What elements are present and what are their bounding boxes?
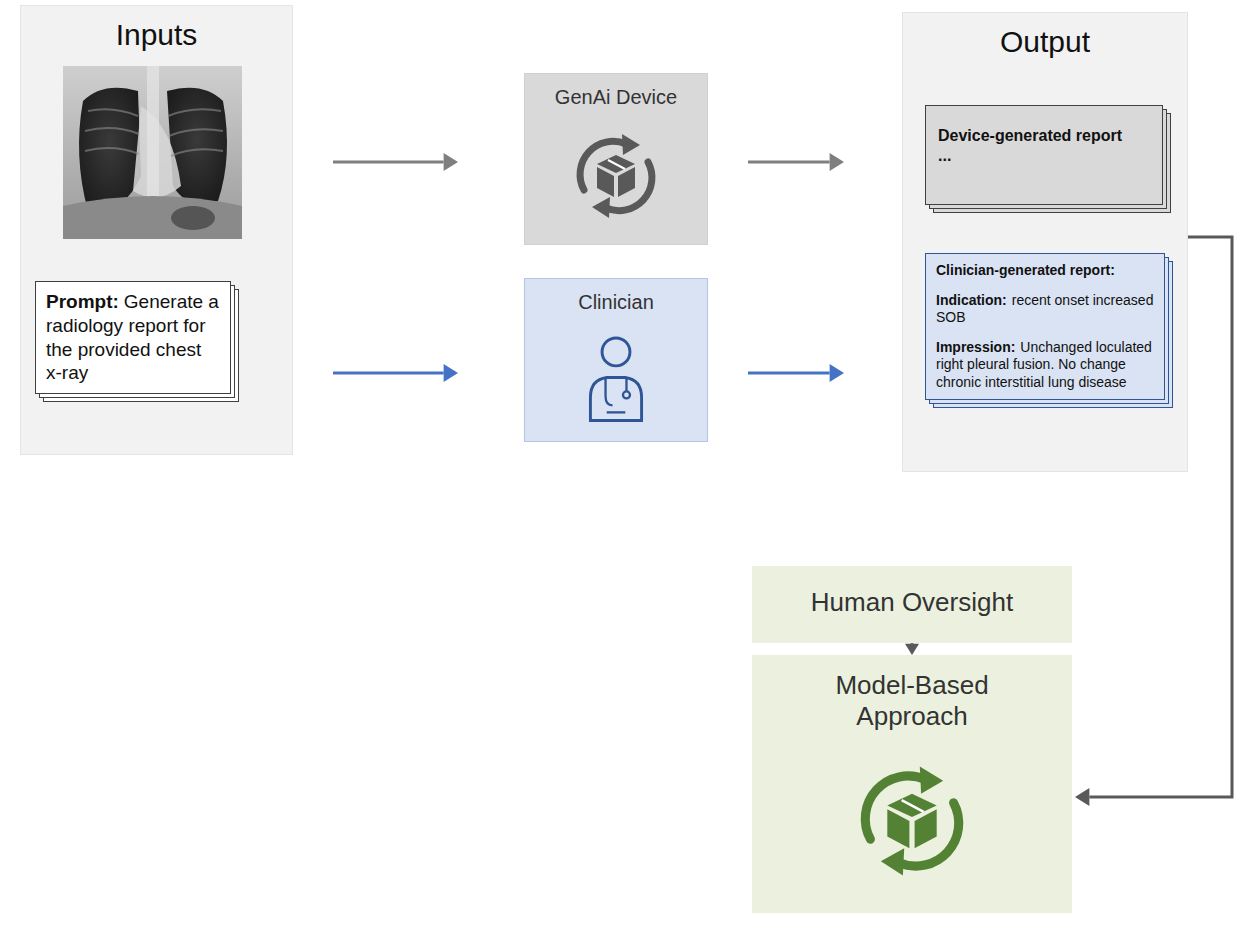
text-body: Output <box>1000 25 1090 58</box>
text-paragraph: GenAi Device <box>525 74 707 109</box>
text-heading: Prompt: <box>46 291 119 312</box>
output-panel: OutputDevice-generated report... Clinicia… <box>902 12 1188 472</box>
clinician-icon <box>581 331 651 424</box>
text-body: Inputs <box>116 18 198 51</box>
arrow-head <box>830 364 844 382</box>
text-paragraph: Clinician-generated report: <box>936 262 1154 280</box>
text-heading: Device-generated report <box>938 127 1122 144</box>
connector <box>905 643 919 655</box>
text-paragraph: Indication:recent onset increased SOB <box>936 292 1154 327</box>
connector <box>333 364 458 382</box>
text-paragraph: ... <box>938 146 1150 166</box>
text-paragraph: Impression:Unchanged loculated right ple… <box>936 339 1154 392</box>
connector-line <box>748 161 830 164</box>
text-body: Human Oversight <box>811 587 1013 617</box>
connector <box>748 364 844 382</box>
text-body: Model-Based Approach <box>835 670 988 731</box>
inputs-panel: InputsPrompt:Generate a radiology report… <box>20 5 293 455</box>
model-based-box: Model-Based Approach <box>752 655 1072 913</box>
connector <box>748 153 844 171</box>
text-paragraph: Device-generated report <box>938 126 1150 146</box>
text-paragraph: Prompt:Generate a radiology report for t… <box>46 290 220 385</box>
arrow-head <box>1075 788 1089 806</box>
text-heading: Clinician-generated report: <box>936 262 1115 278</box>
genai-device-box: GenAi Device <box>524 73 708 245</box>
text-heading: Impression: <box>936 339 1015 355</box>
cycle-box-icon <box>847 756 977 886</box>
connector-line <box>333 161 444 164</box>
connector <box>333 153 458 171</box>
text-body: GenAi Device <box>555 86 677 108</box>
text-paragraph: Inputs <box>21 6 292 52</box>
arrow-head <box>905 644 919 655</box>
clinician-report-card: Clinician-generated report: Indication:re… <box>925 253 1165 400</box>
text-paragraph: Model-Based Approach <box>802 656 1022 732</box>
text-paragraph: Clinician <box>525 279 707 314</box>
arrow-head <box>444 153 458 171</box>
connector-line <box>748 372 830 375</box>
arrow-head <box>444 364 458 382</box>
cycle-box-icon <box>566 126 666 226</box>
chest-xray-image <box>63 66 242 239</box>
prompt-card: Prompt:Generate a radiology report for t… <box>35 281 231 394</box>
text-heading: Indication: <box>936 292 1007 308</box>
connector-line <box>333 372 444 375</box>
human-oversight-box: Human Oversight <box>752 566 1072 643</box>
text-heading: ... <box>938 147 951 164</box>
arrow-head <box>830 153 844 171</box>
clinician-box: Clinician <box>524 278 708 442</box>
device-report-card: Device-generated report... <box>925 105 1163 205</box>
text-body: Clinician <box>578 291 654 313</box>
text-paragraph: Output <box>903 13 1187 59</box>
text-paragraph: Human Oversight <box>753 567 1071 618</box>
